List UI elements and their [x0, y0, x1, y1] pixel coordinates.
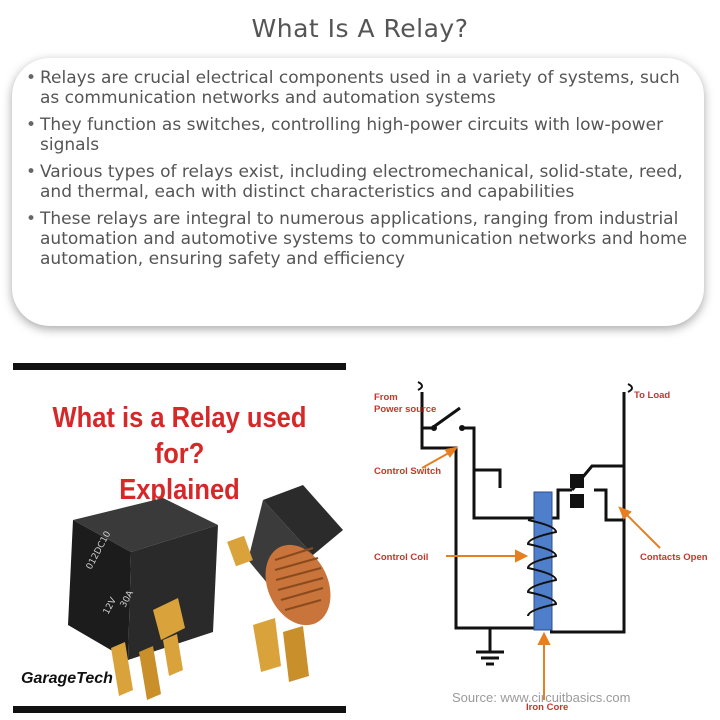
- photo-headline: What is a Relay used for? Explained: [33, 400, 326, 508]
- label-control-coil: Control Coil: [374, 552, 428, 563]
- summary-bullet: Relays are crucial electrical components…: [26, 68, 696, 108]
- relay-photo-illustration: 012DC10 12V 30A: [68, 485, 343, 700]
- label-from: From: [374, 392, 398, 403]
- summary-list: Relays are crucial electrical components…: [26, 68, 696, 276]
- photo-brand: GarageTech: [21, 670, 113, 687]
- relay-contact: [570, 494, 584, 508]
- diagram-source: Source: www.circuitbasics.com: [452, 690, 631, 705]
- relay-photo-panel: What is a Relay used for? Explained 012D…: [13, 363, 346, 713]
- page-title: What Is A Relay?: [251, 14, 469, 43]
- relay-black-cube: 012DC10 12V 30A: [68, 498, 218, 700]
- label-control-switch: Control Switch: [374, 466, 441, 477]
- relay-contact: [570, 474, 584, 488]
- control-coil: [526, 519, 558, 617]
- label-contacts-open: Contacts Open: [640, 552, 708, 563]
- summary-bullet: Various types of relays exist, including…: [26, 162, 696, 202]
- label-iron-core: Iron Core: [526, 702, 568, 710]
- label-to-load: To Load: [634, 390, 670, 401]
- summary-bullet: They function as switches, controlling h…: [26, 115, 696, 155]
- relay-open-coil: [227, 485, 343, 682]
- summary-bullet: These relays are integral to numerous ap…: [26, 209, 696, 269]
- photo-headline-line-2: Explained: [119, 474, 240, 506]
- relay-circuit-diagram: From Power source To Load Control Switch…: [374, 381, 708, 710]
- photo-headline-line-1: What is a Relay used for?: [52, 402, 307, 470]
- label-power-source: Power source: [374, 404, 436, 415]
